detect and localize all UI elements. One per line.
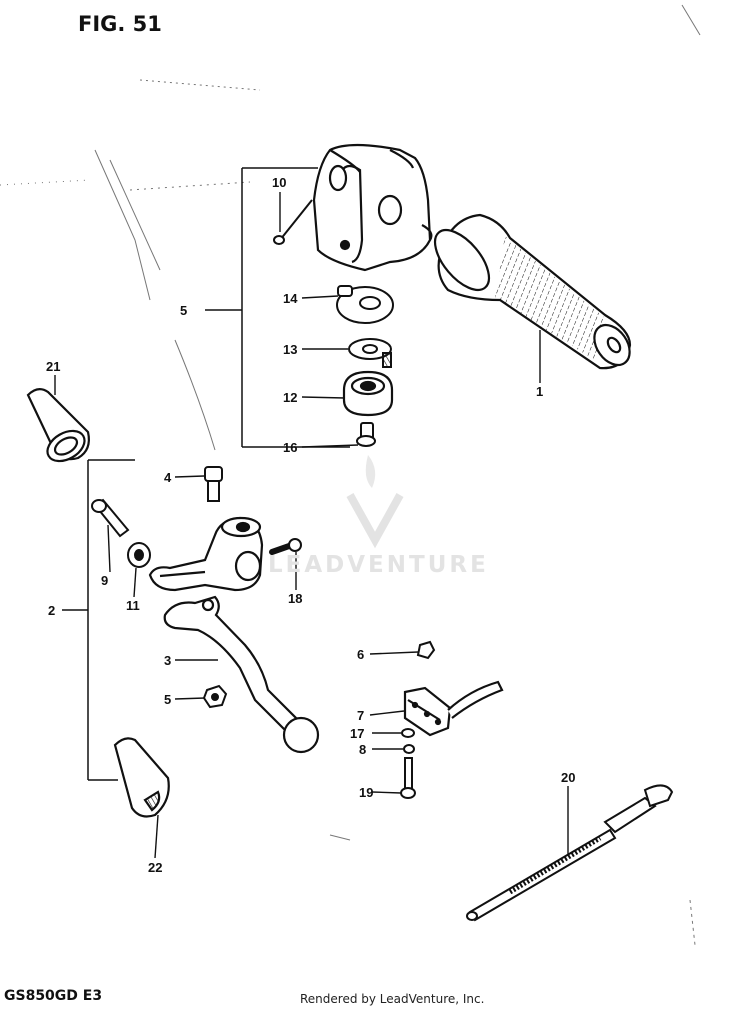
cam-19	[336, 285, 394, 324]
switch-7	[403, 680, 504, 737]
callout-14: 20	[561, 770, 575, 785]
callout-12: 11	[126, 598, 140, 613]
callout-17: 12	[283, 390, 297, 405]
lever-holder	[148, 516, 264, 592]
nut-5	[202, 684, 228, 709]
callout-1: 1	[536, 384, 543, 399]
callout-4: 4	[164, 470, 172, 485]
washer-9	[403, 744, 415, 754]
screw-13	[269, 538, 302, 555]
callout-21: 21	[46, 359, 60, 374]
callout-18: 13	[283, 342, 297, 357]
callout-16: 10	[272, 175, 286, 190]
callout-3: 3	[164, 653, 171, 668]
bolt-4	[204, 466, 223, 502]
washer-10	[401, 728, 415, 738]
callout-13: 18	[288, 591, 302, 606]
render-credit: Rendered by LeadVenture, Inc.	[300, 992, 485, 1006]
lever-3	[163, 595, 320, 754]
scan-noise	[0, 4, 701, 946]
bolt-11	[91, 498, 130, 538]
cover-22	[113, 737, 170, 818]
callout-labels: 10 5 14 13 12 16 1 21 4 2 9 11 18 3 5 22…	[46, 175, 575, 875]
screw-6	[416, 640, 436, 660]
screw-20	[356, 422, 376, 447]
washer-12	[127, 542, 151, 568]
screw-16	[273, 199, 313, 245]
callout-6: 6	[357, 647, 364, 662]
callout-7: 7	[357, 708, 364, 723]
callout-5: 5	[164, 692, 171, 707]
callout-19: 14	[283, 291, 298, 306]
watermark-logo	[346, 455, 404, 549]
callout-9: 8	[359, 742, 366, 757]
cable-tie-14	[466, 784, 674, 922]
leader-lines	[54, 192, 569, 859]
callout-10: 17	[350, 726, 364, 741]
lever-group-bracket	[62, 459, 135, 781]
figure-title: FIG. 51	[78, 12, 162, 36]
screw-8	[400, 757, 416, 799]
callout-5-group: 5	[180, 303, 187, 318]
callout-2: 2	[48, 603, 55, 618]
switch-group-bracket	[205, 167, 350, 448]
boot-21	[26, 388, 90, 463]
switch-housing	[312, 143, 433, 272]
callout-22: 22	[148, 860, 162, 875]
callout-8: 19	[359, 785, 373, 800]
callout-20: 16	[283, 440, 297, 455]
ring-17	[342, 370, 394, 417]
washer-18	[348, 338, 392, 368]
callout-11: 9	[101, 573, 108, 588]
watermark-text: LEADVENTURE	[268, 552, 489, 578]
model-code: GS850GD E3	[4, 988, 103, 1004]
handlebar-grip	[433, 213, 632, 370]
